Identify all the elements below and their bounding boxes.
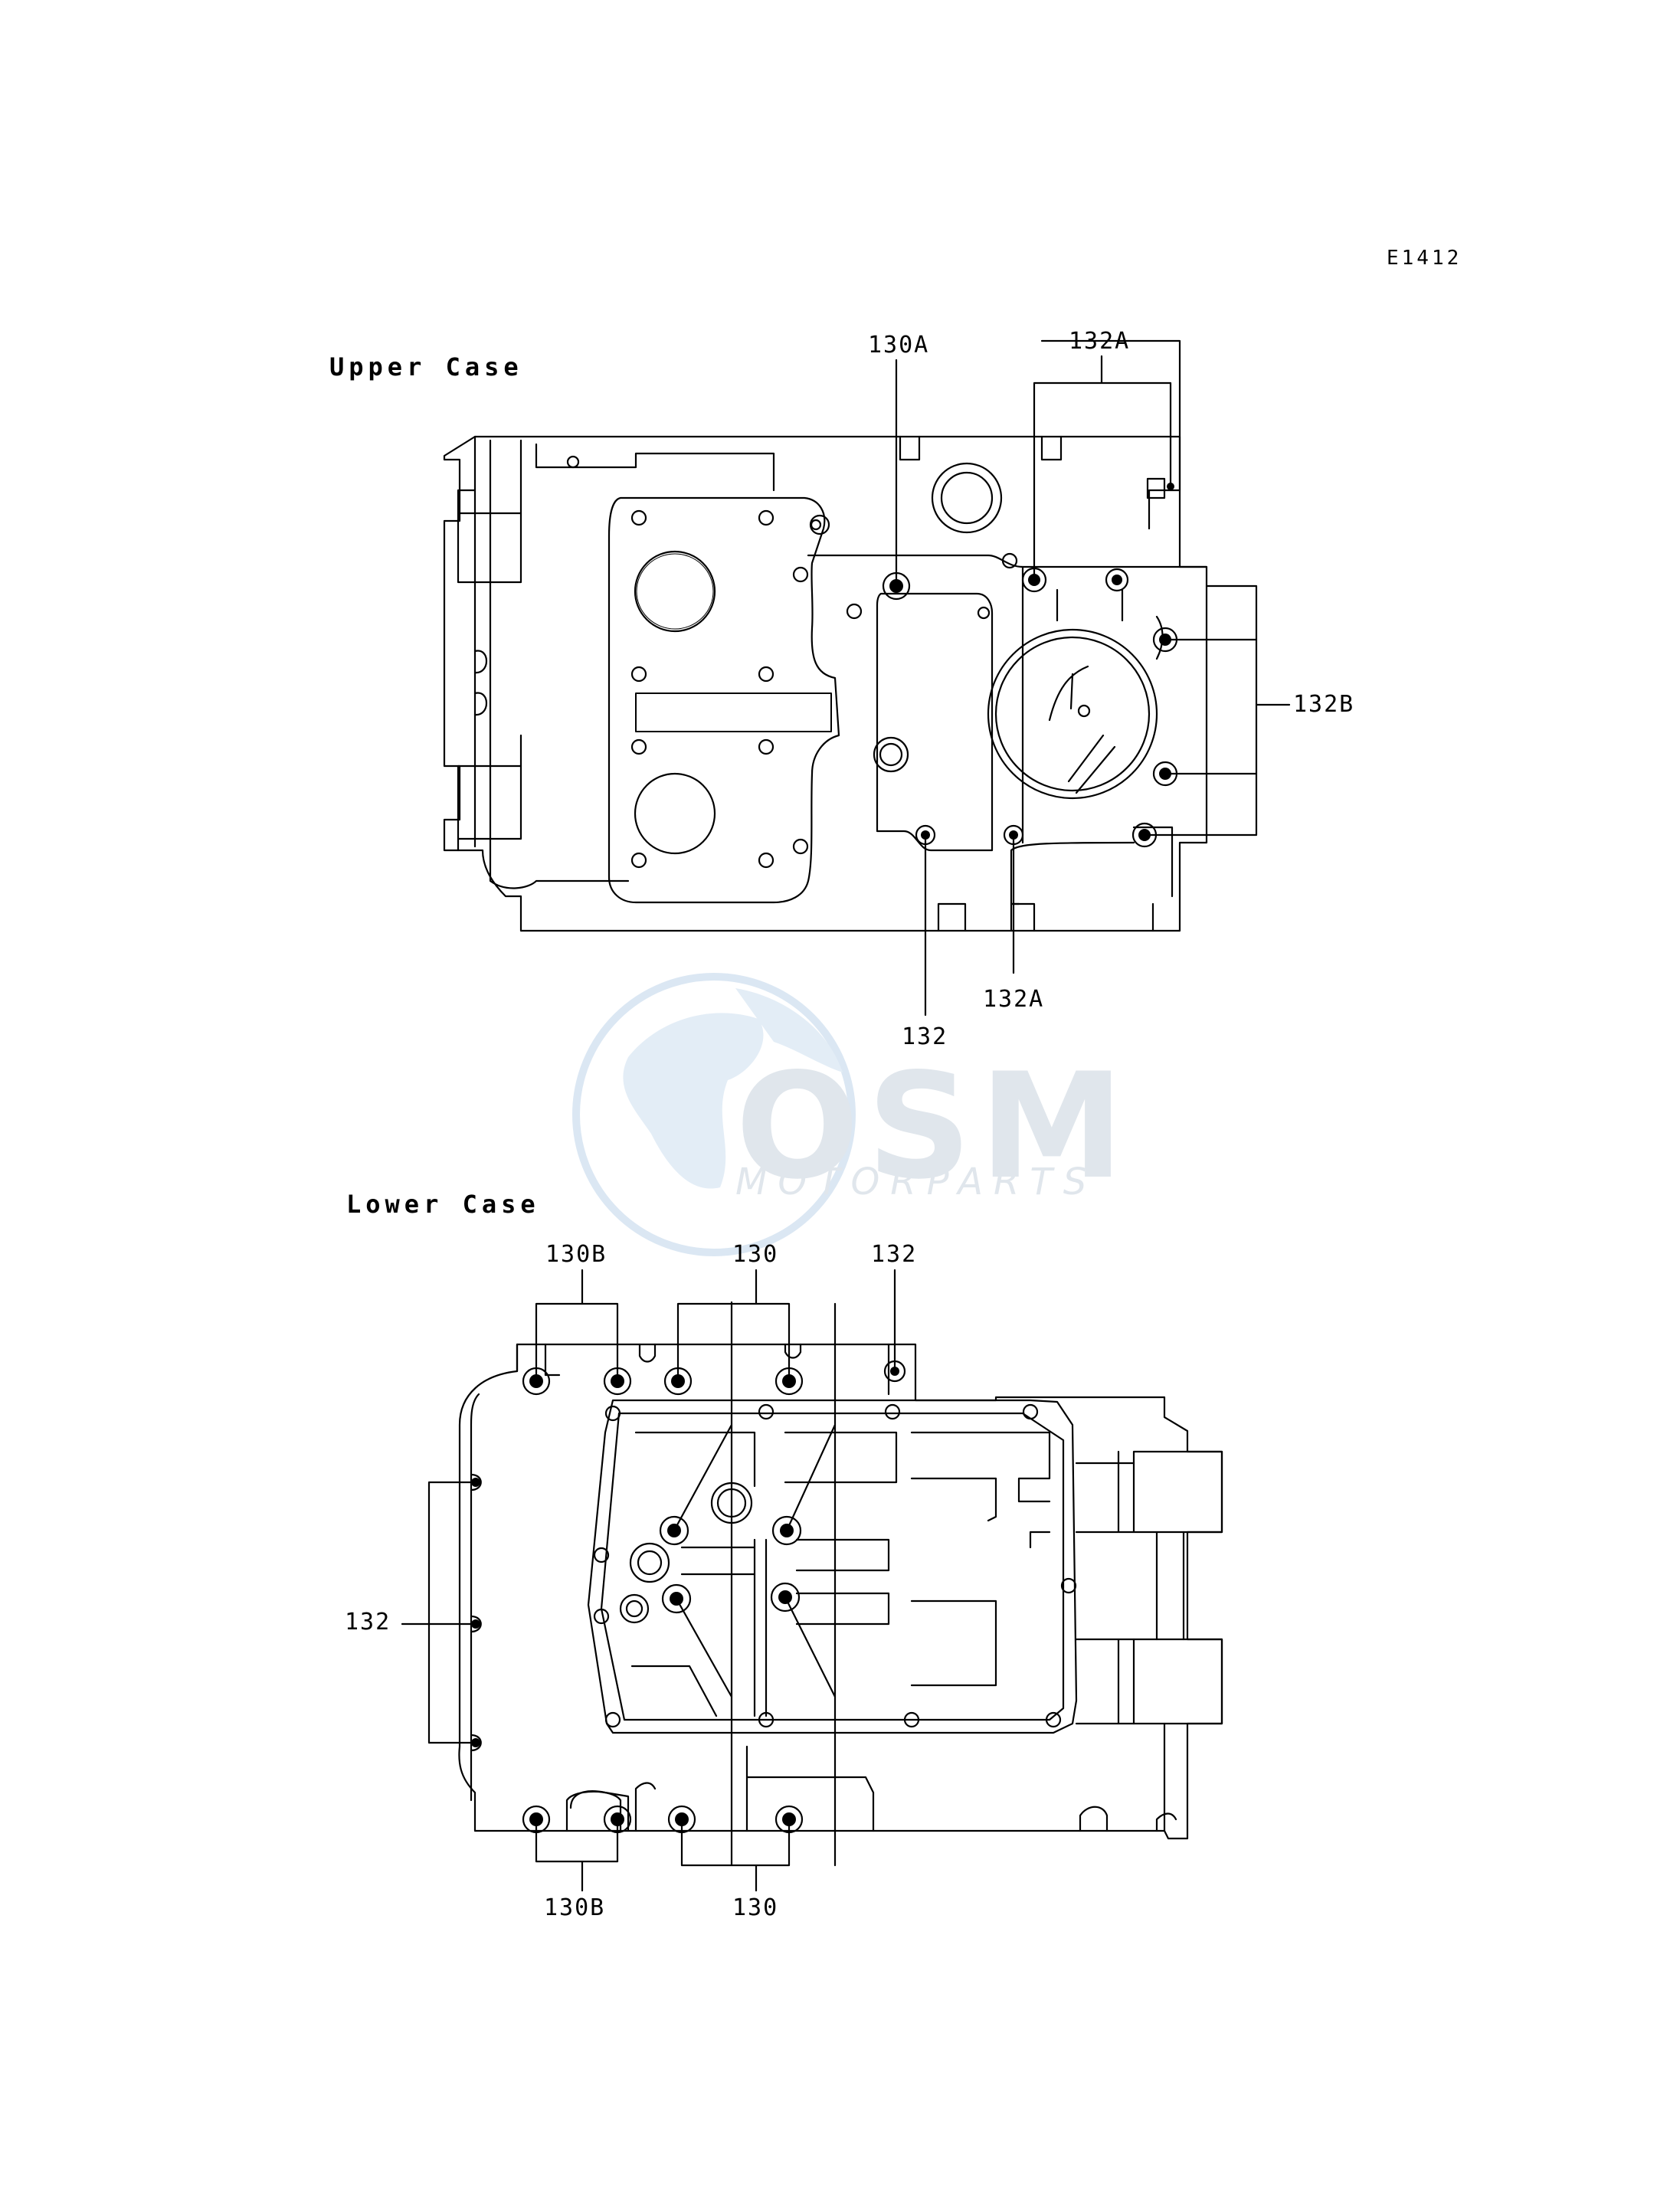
- callout-132a-bottom[interactable]: 132A: [983, 986, 1045, 1013]
- callout-130b-bottom[interactable]: 130B: [544, 1894, 606, 1921]
- callout-130a[interactable]: 130A: [868, 332, 930, 359]
- watermark-logo-text: OSM: [735, 1042, 1132, 1211]
- callout-132-upper[interactable]: 132: [902, 1023, 948, 1050]
- lower-case-title: Lower Case: [346, 1190, 540, 1219]
- lower-case-drawing: [401, 1269, 1223, 1892]
- callout-132-lower-top[interactable]: 132: [871, 1241, 918, 1268]
- callout-132b[interactable]: 132B: [1293, 691, 1355, 718]
- upper-case-drawing: [443, 339, 1291, 1017]
- watermark-tagline: MOTORPARTS: [735, 1161, 1098, 1203]
- upper-case-title: Upper Case: [329, 352, 523, 381]
- diagram-code: E1412: [1387, 247, 1462, 270]
- callout-130-top[interactable]: 130: [732, 1241, 779, 1268]
- callout-130b-top[interactable]: 130B: [545, 1241, 607, 1268]
- callout-132-lower-left[interactable]: 132: [345, 1609, 391, 1635]
- callout-130-bottom[interactable]: 130: [732, 1894, 779, 1921]
